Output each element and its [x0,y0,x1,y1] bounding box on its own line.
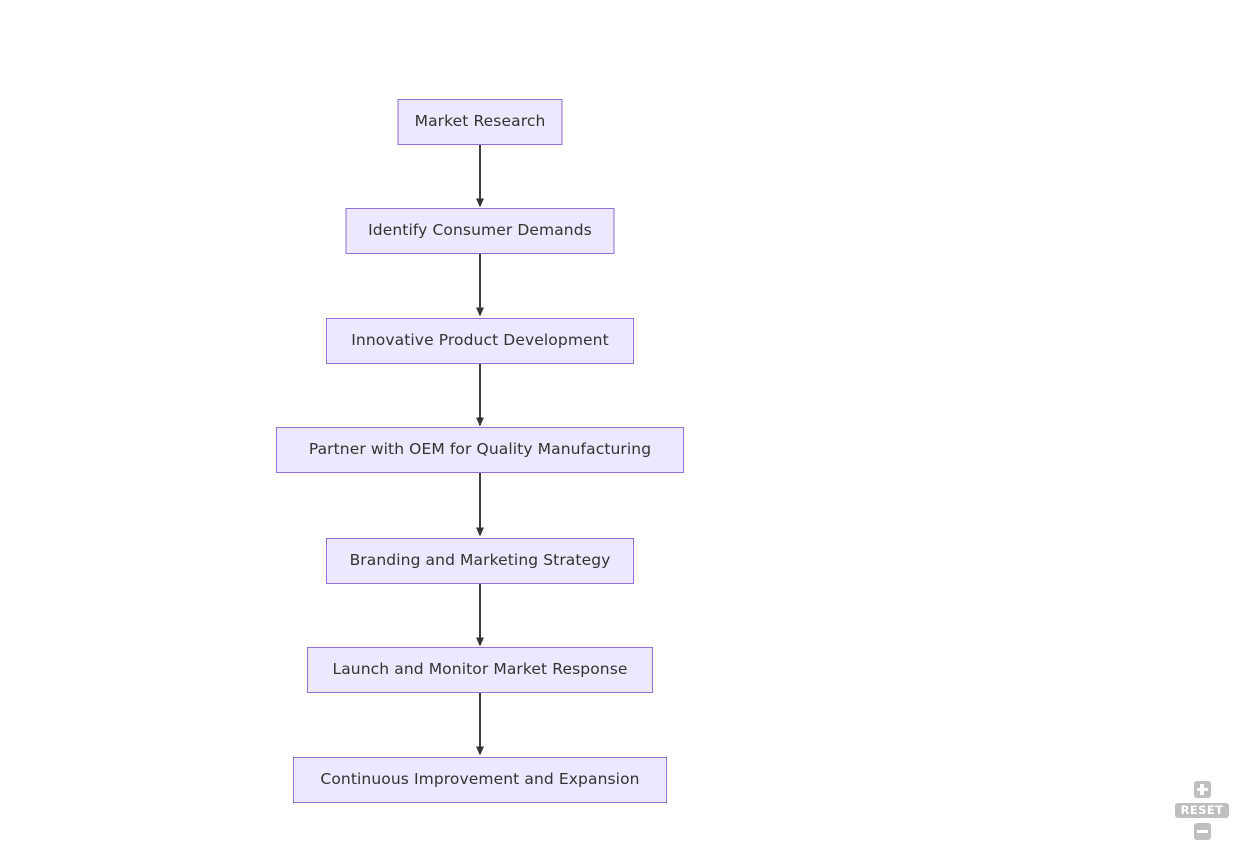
flow-node-identify-consumer-demands[interactable]: Identify Consumer Demands [345,208,615,254]
zoom-out-button[interactable] [1193,823,1211,840]
plus-icon-vertical [1200,784,1204,795]
zoom-controls: RESET [1170,781,1234,840]
flow-node-innovative-product-development[interactable]: Innovative Product Development [326,318,634,364]
reset-zoom-button[interactable]: RESET [1175,803,1229,818]
flow-node-continuous-improvement-and-expansion[interactable]: Continuous Improvement and Expansion [293,757,667,803]
zoom-in-button[interactable] [1193,781,1211,798]
minus-icon [1196,829,1208,834]
flow-node-label: Launch and Monitor Market Response [332,660,628,679]
flow-node-launch-and-monitor-market-response[interactable]: Launch and Monitor Market Response [307,647,653,693]
flow-node-label: Branding and Marketing Strategy [349,551,611,570]
flow-node-branding-and-marketing-strategy[interactable]: Branding and Marketing Strategy [326,538,634,584]
flow-node-label: Continuous Improvement and Expansion [320,770,640,789]
flow-node-market-research[interactable]: Market Research [397,99,563,145]
flow-node-label: Partner with OEM for Quality Manufacturi… [308,440,652,459]
flow-node-label: Innovative Product Development [351,331,609,350]
flow-node-label: Identify Consumer Demands [368,221,592,240]
flow-node-partner-with-oem[interactable]: Partner with OEM for Quality Manufacturi… [276,427,684,473]
flow-node-label: Market Research [414,112,546,131]
